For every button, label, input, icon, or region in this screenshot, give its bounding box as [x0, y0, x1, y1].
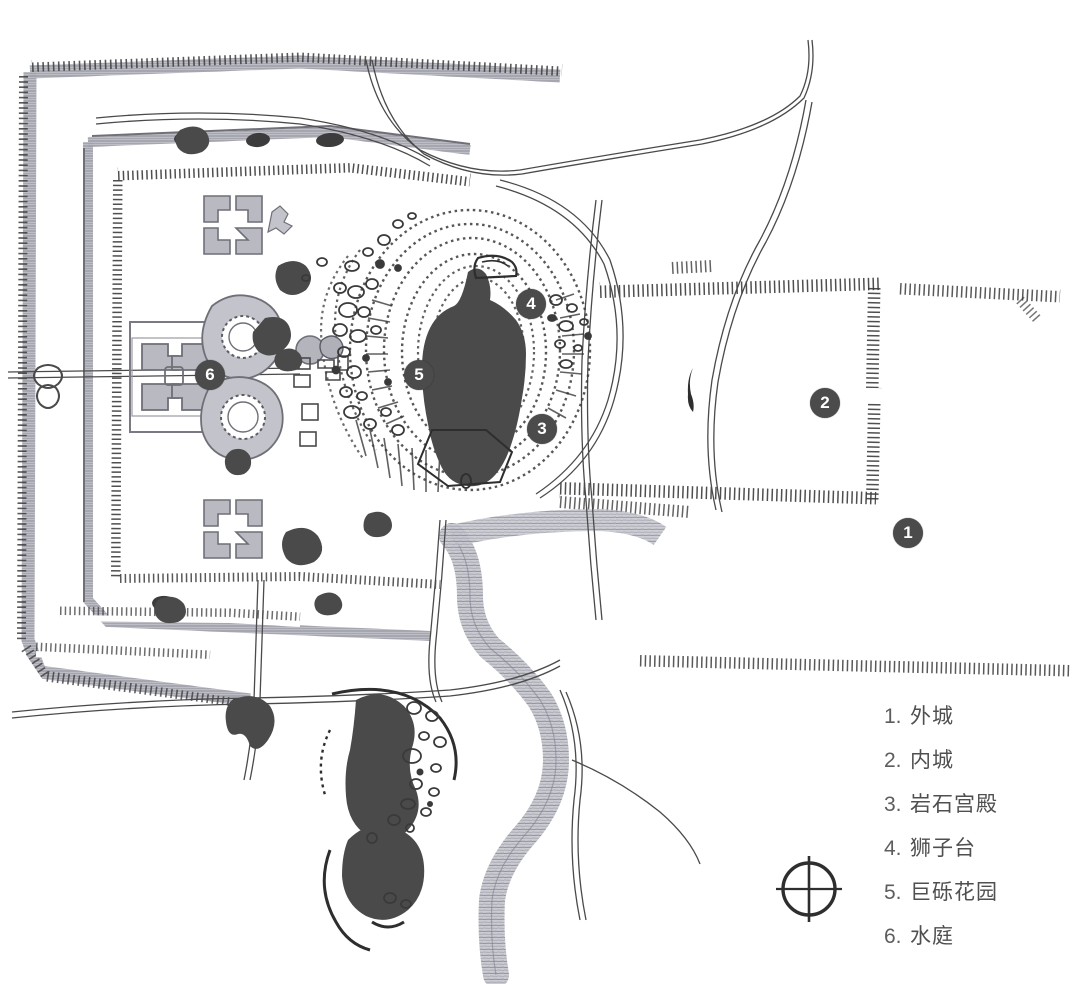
map-marker-2[interactable]: 2: [810, 388, 840, 418]
scattered-rocks: [154, 126, 392, 624]
structures: [33, 195, 349, 559]
legend-item-1: 1. 外城: [884, 700, 1074, 744]
map-marker-4[interactable]: 4: [516, 289, 546, 319]
legend-number: 2.: [884, 749, 902, 772]
map-marker-1[interactable]: 1: [893, 518, 923, 548]
legend-item-3: 3. 岩石宫殿: [884, 788, 1074, 832]
legend-label: 水庭: [910, 925, 954, 948]
outer-city-east-wall: [899, 277, 1061, 324]
legend-number: 6.: [884, 925, 902, 948]
map-marker-3[interactable]: 3: [527, 414, 557, 444]
roads: [7, 39, 814, 921]
legend-number: 4.: [884, 837, 902, 860]
legend-item-2: 2. 内城: [884, 744, 1074, 788]
map-marker-6[interactable]: 6: [195, 360, 225, 390]
south-rampart: [559, 496, 691, 518]
legend-item-5: 5. 巨砾花园: [884, 876, 1074, 920]
legend: 1. 外城 2. 内城 3. 岩石宫殿 4. 狮子台 5. 巨砾花园 6. 水庭: [884, 700, 1074, 964]
boulder-garden: [301, 212, 592, 436]
legend-label: 狮子台: [910, 837, 976, 860]
southern-outcrops: [225, 688, 458, 952]
map-marker-5[interactable]: 5: [404, 360, 434, 390]
legend-number: 5.: [884, 881, 902, 904]
legend-label: 外城: [910, 705, 954, 728]
legend-item-4: 4. 狮子台: [884, 832, 1074, 876]
inner-city-enclosure: [559, 260, 888, 512]
outer-city-south-wall: [639, 649, 1071, 677]
moat: [439, 508, 667, 984]
legend-number: 3.: [884, 793, 902, 816]
legend-label: 巨砾花园: [910, 881, 998, 904]
legend-number: 1.: [884, 705, 902, 728]
legend-item-6: 6. 水庭: [884, 920, 1074, 964]
legend-label: 岩石宫殿: [910, 793, 998, 816]
inner-city-rampart-west: [35, 156, 471, 665]
north-arrow-icon: [772, 852, 846, 926]
island-pools: [200, 261, 325, 476]
central-rock: [416, 254, 526, 489]
legend-label: 内城: [910, 749, 954, 772]
outer-rampart: [11, 47, 563, 715]
